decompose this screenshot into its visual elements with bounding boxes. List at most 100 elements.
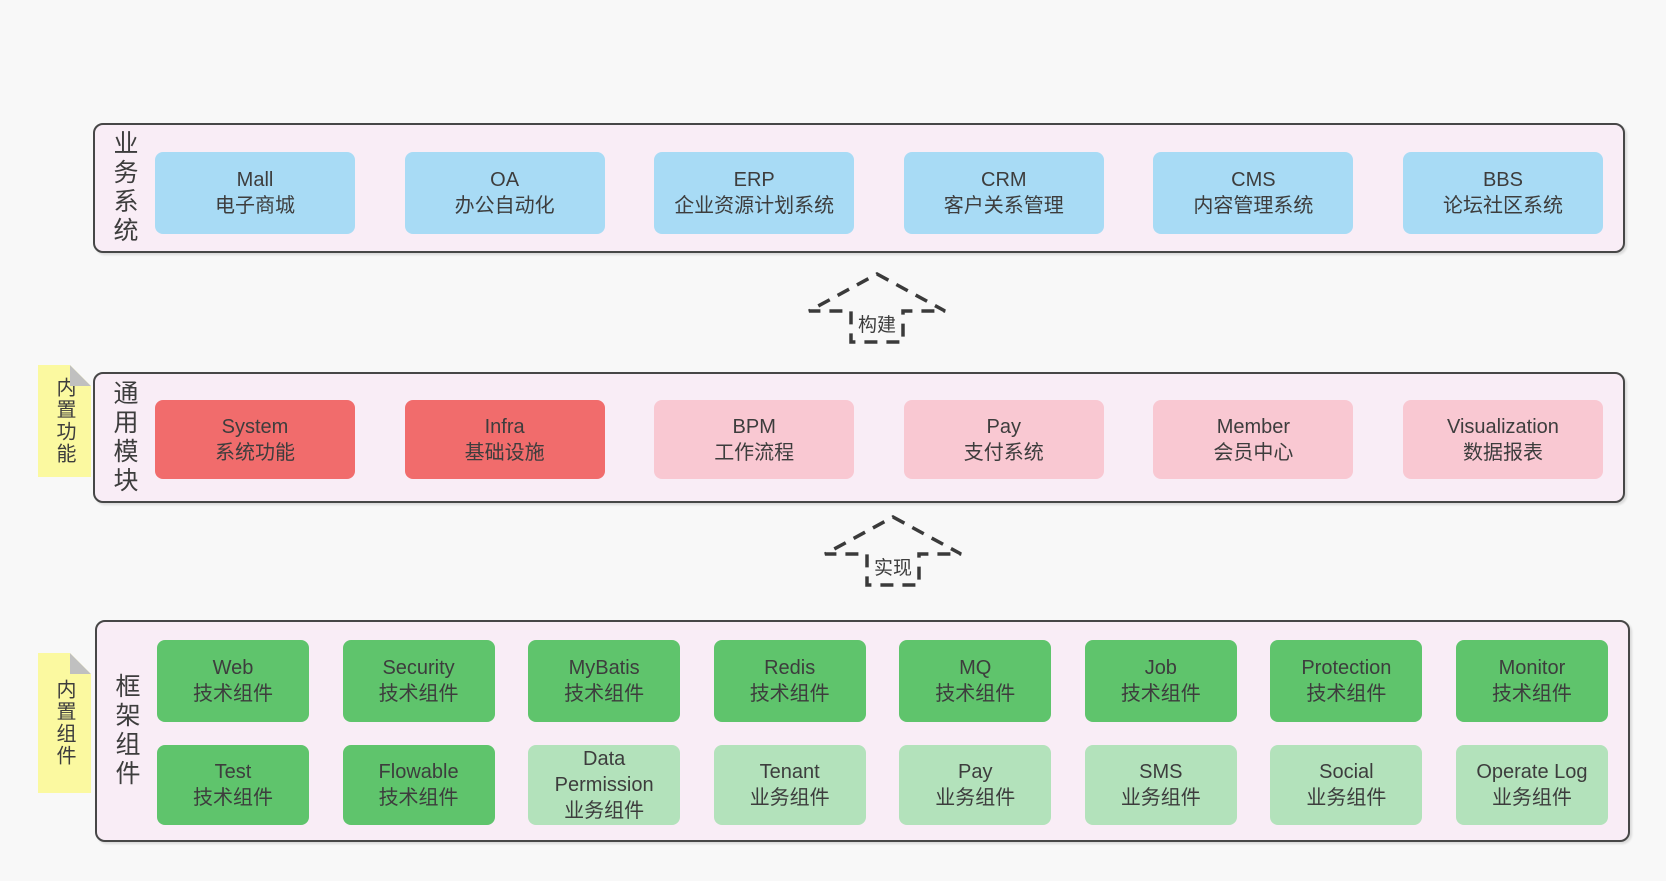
box-title: BBS [1482,169,1523,191]
box-title: Infra [484,415,525,438]
layer-label: 业务系统 [110,130,138,246]
box-subtitle: 工作流程 [714,441,795,464]
layer-label: 通用模块 [110,379,138,496]
box-subtitle: 内容管理系统 [1193,195,1314,217]
box-mall: Mall 电子商城 [155,152,355,234]
box-title: Security [382,657,455,679]
box-subtitle: 技术组件 [1306,683,1387,705]
build-arrow: 构建 [806,271,948,345]
box-title: Visualization [1447,415,1559,438]
box-title: Tenant [759,761,820,783]
box-subtitle: 技术组件 [193,683,273,705]
box-system: System 系统功能 [155,400,355,479]
box-visualization: Visualization 数据报表 [1402,400,1603,479]
box-operate-log: Operate Log 业务组件 [1455,745,1608,825]
box-title: Test [214,761,252,783]
box-sms: SMS 业务组件 [1084,745,1237,825]
box-subtitle: 技术组件 [1491,683,1572,705]
sticky-note-text: 内置功能 [53,377,75,465]
box-cms: CMS 内容管理系统 [1153,152,1354,234]
box-title: Pay [958,761,993,783]
box-title: MQ [959,657,992,679]
box-title: System [221,415,289,438]
box-flowable: Flowable 技术组件 [342,745,495,825]
folded-corner-icon [70,365,91,386]
box-monitor: Monitor 技术组件 [1455,640,1608,722]
box-title: SMS [1139,761,1183,783]
box-member: Member 会员中心 [1153,400,1354,479]
box-title: CRM [981,169,1027,191]
box-subtitle: 技术组件 [564,683,645,705]
box-title: OA [490,169,520,191]
folded-corner-icon [70,653,91,674]
box-subtitle: 电子商城 [215,195,295,217]
box-title: CMS [1231,169,1276,191]
box-subtitle: 业务组件 [1120,787,1201,809]
box-security: Security 技术组件 [342,640,495,722]
box-subtitle: 会员中心 [1213,441,1294,464]
box-pay: Pay 业务组件 [899,745,1052,825]
box-subtitle: 业务组件 [564,800,645,822]
box-tenant: Tenant 业务组件 [713,745,866,825]
box-subtitle: 技术组件 [378,683,459,705]
box-subtitle: 业务组件 [1491,787,1572,809]
box-subtitle: 客户关系管理 [943,195,1064,217]
implement-arrow-label: 实现 [871,553,915,580]
box-protection: Protection 技术组件 [1270,640,1423,722]
box-title: Data Permission [554,748,654,796]
box-test: Test 技术组件 [157,745,309,825]
box-bpm: BPM 工作流程 [654,400,855,479]
box-subtitle: 业务组件 [749,787,830,809]
box-subtitle: 技术组件 [935,683,1016,705]
implement-arrow: 实现 [822,514,964,588]
box-title: Monitor [1498,657,1566,679]
box-subtitle: 技术组件 [193,787,273,809]
build-arrow-label: 构建 [855,310,899,337]
box-mq: MQ 技术组件 [899,640,1052,722]
sticky-note-text: 内置组件 [53,679,75,767]
box-title: ERP [733,169,775,191]
box-title: Member [1216,415,1291,438]
sticky-note-built-in-components: 内置组件 [38,653,91,793]
box-redis: Redis 技术组件 [713,640,866,722]
box-data-permission: Data Permission 业务组件 [528,745,681,825]
box-social: Social 业务组件 [1270,745,1423,825]
box-title: Social [1319,761,1374,783]
box-bbs: BBS 论坛社区系统 [1402,152,1603,234]
box-crm: CRM 客户关系管理 [903,152,1104,234]
box-subtitle: 技术组件 [749,683,830,705]
box-title: Protection [1301,657,1392,679]
box-title: Pay [986,415,1022,438]
box-mybatis: MyBatis 技术组件 [528,640,681,722]
box-title: Mall [236,169,274,191]
up-arrow-icon [824,515,962,587]
box-subtitle: 企业资源计划系统 [674,195,835,217]
box-subtitle: 技术组件 [378,787,459,809]
box-title: Redis [764,657,816,679]
box-title: Flowable [378,761,459,783]
box-subtitle: 技术组件 [1120,683,1201,705]
box-subtitle: 业务组件 [1306,787,1387,809]
box-title: Operate Log [1476,761,1588,783]
box-subtitle: 论坛社区系统 [1442,195,1563,217]
box-subtitle: 业务组件 [935,787,1016,809]
up-arrow-icon [808,272,946,344]
box-web: Web 技术组件 [157,640,309,722]
box-subtitle: 系统功能 [215,441,295,464]
box-title: MyBatis [568,657,640,679]
box-subtitle: 数据报表 [1462,441,1543,464]
layer-label: 框架组件 [112,673,140,789]
box-title: BPM [732,415,776,438]
box-title: Web [212,657,254,679]
